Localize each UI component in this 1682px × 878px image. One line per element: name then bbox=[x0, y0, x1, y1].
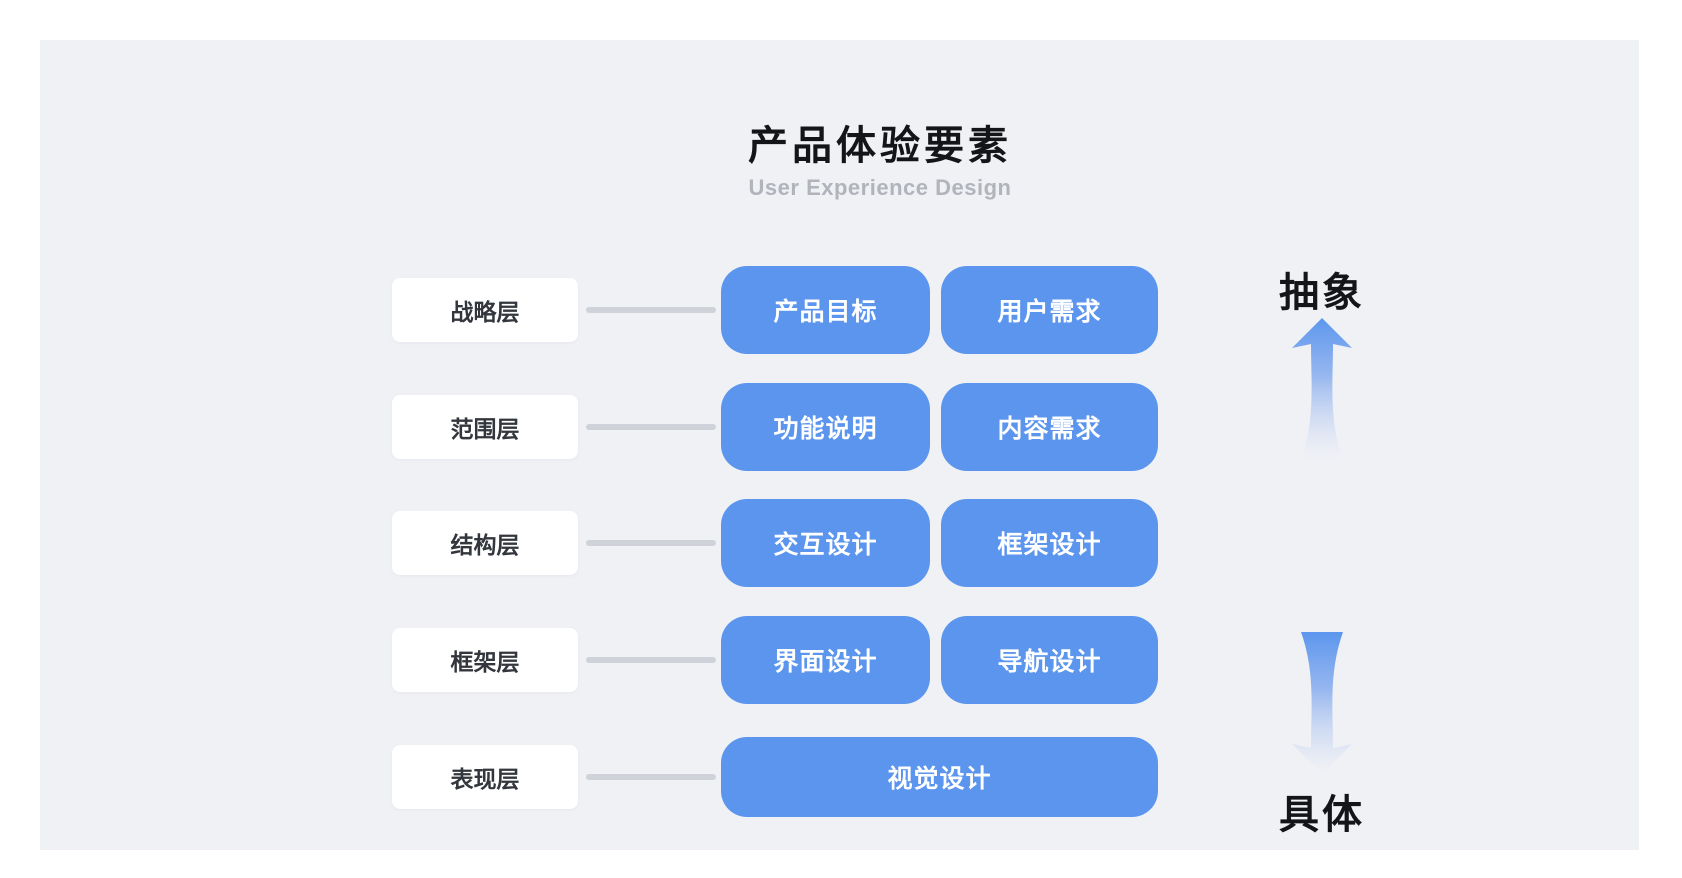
connector-line bbox=[586, 424, 716, 430]
layer-label: 结构层 bbox=[392, 511, 578, 575]
layer-label: 范围层 bbox=[392, 395, 578, 459]
page-title: 产品体验要素 bbox=[748, 124, 1012, 168]
diagram-panel: 产品体验要素 User Experience Design 战略层 产品目标 用… bbox=[40, 40, 1639, 850]
element-box: 交互设计 bbox=[721, 499, 930, 587]
element-box: 功能说明 bbox=[721, 383, 930, 471]
layer-label: 战略层 bbox=[392, 278, 578, 342]
connector-line bbox=[586, 307, 716, 313]
arrow-up-icon bbox=[1292, 318, 1352, 460]
layer-label: 框架层 bbox=[392, 628, 578, 692]
diagram-header: 产品体验要素 User Experience Design bbox=[580, 124, 1180, 201]
element-box: 用户需求 bbox=[941, 266, 1158, 354]
arrow-down-icon bbox=[1292, 632, 1352, 774]
element-box: 产品目标 bbox=[721, 266, 930, 354]
element-box: 界面设计 bbox=[721, 616, 930, 704]
layer-label: 表现层 bbox=[392, 745, 578, 809]
connector-line bbox=[586, 540, 716, 546]
element-box: 导航设计 bbox=[941, 616, 1158, 704]
connector-line bbox=[586, 657, 716, 663]
element-box: 框架设计 bbox=[941, 499, 1158, 587]
concrete-label: 具体 bbox=[1279, 793, 1365, 837]
page-subtitle: User Experience Design bbox=[748, 175, 1012, 200]
connector-line bbox=[586, 774, 716, 780]
abstract-label: 抽象 bbox=[1279, 271, 1365, 315]
element-box: 视觉设计 bbox=[721, 737, 1158, 817]
element-box: 内容需求 bbox=[941, 383, 1158, 471]
